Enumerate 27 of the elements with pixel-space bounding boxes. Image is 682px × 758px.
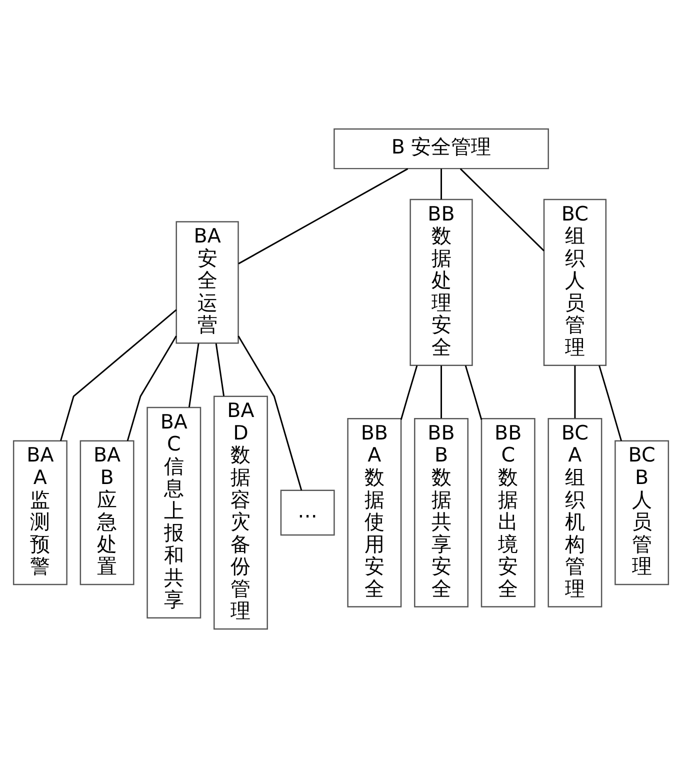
connector [464,365,482,420]
connector [188,343,200,408]
node-box: BBA数据使用安全 [347,418,402,608]
connector [238,168,408,264]
connector [598,365,622,442]
node-box: BC组织人员管理 [543,198,607,366]
connector [238,336,302,491]
node-box: BB数据处理安全 [410,198,473,366]
node-box: BAB应急处置 [80,440,134,586]
node-box: BCA组织机构管理 [548,418,602,608]
connector [440,168,442,200]
node-box: BBC数据出境安全 [480,418,536,608]
node-box: … [280,490,335,536]
connector [400,365,418,420]
connector [460,168,544,252]
node-box: BAA监测预警 [12,440,68,586]
node-box: BAD数据容灾备份管理 [214,396,268,630]
node-box: BA安全运营 [176,221,239,344]
connector [60,309,177,442]
connector [126,336,177,442]
node-box: BAC信息上报和共享 [146,406,202,619]
connector [440,366,442,418]
node-box: BBB数据共享安全 [414,418,468,608]
connector [215,343,225,396]
node-box: B 安全管理 [334,128,549,170]
connector [574,366,576,418]
node-box: BCB人员管理 [614,440,670,586]
